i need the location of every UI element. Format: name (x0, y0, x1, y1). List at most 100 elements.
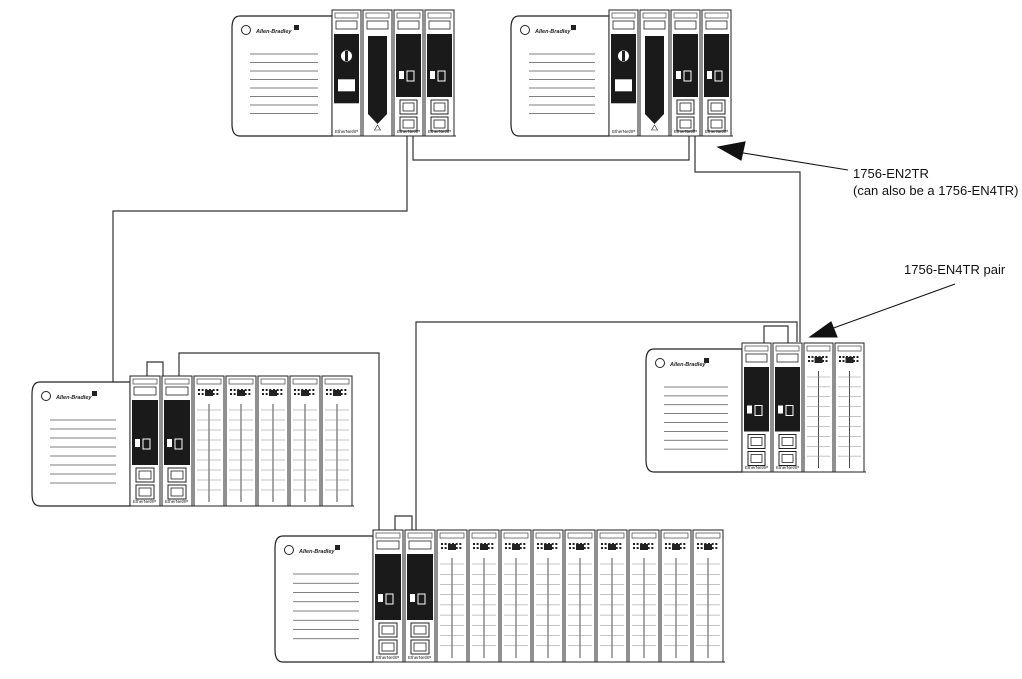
module-body (611, 34, 636, 104)
ethernet-port-icon (399, 116, 418, 132)
io-indicator-icon (333, 390, 341, 396)
power-supply (231, 15, 333, 137)
sd-slot-icon (417, 593, 426, 605)
ethernet-port-icon (167, 484, 187, 500)
ethernet-port-icon (747, 434, 766, 449)
ethernet-ip-label: EtherNet/IP (408, 655, 431, 660)
ethernet-cable (394, 515, 413, 530)
ethernet-port-icon (707, 116, 726, 132)
callout-arrows (716, 141, 956, 338)
module-body (704, 34, 729, 97)
module-body (427, 34, 452, 97)
callout-en2tr-note: (can also be a 1756-EN4TR) (853, 183, 1019, 198)
allen-bradley-logo-icon (284, 545, 294, 555)
io-indicator-icon (672, 544, 680, 550)
status-icon (335, 545, 340, 550)
arrow-en4tr-head (808, 321, 838, 338)
status-icon (704, 358, 709, 363)
allen-bradley-logo-icon (655, 358, 665, 368)
ethernet-ip-label: EtherNet/IP (612, 129, 635, 134)
status-display (397, 20, 420, 30)
ethernet-cable (178, 352, 380, 532)
status-icon (294, 25, 299, 30)
io-indicator-icon (205, 390, 213, 396)
allen-bradley-logo-icon (41, 391, 51, 401)
sd-slot-icon (785, 405, 794, 416)
power-supply (274, 535, 374, 663)
io-indicator-icon (301, 390, 309, 396)
ethernet-ip-label: EtherNet/IP (335, 129, 358, 134)
status-display (705, 20, 728, 30)
allen-bradley-logo-icon (241, 25, 251, 35)
module-body (673, 34, 698, 97)
sd-slot-icon (754, 405, 763, 416)
ethernet-ip-label: EtherNet/IP (165, 499, 188, 504)
module-body (645, 36, 664, 124)
usb-port-icon (747, 405, 752, 414)
ethernet-ip-label: EtherNet/IP (397, 129, 420, 134)
ethernet-cable (763, 325, 789, 343)
ethernet-ip-label: EtherNet/IP (376, 655, 399, 660)
module-body (164, 400, 190, 465)
status-display (745, 353, 768, 363)
arrow-en2tr-head (716, 141, 746, 161)
status-display (133, 386, 157, 396)
ethernet-cable (112, 136, 408, 382)
status-display (335, 20, 358, 30)
usb-port-icon (410, 594, 415, 602)
io-indicator-icon (576, 544, 584, 550)
warning-icon (373, 124, 382, 131)
sd-slot-icon (406, 70, 415, 82)
ethernet-port-icon (778, 434, 797, 449)
sd-slot-icon (385, 593, 394, 605)
ethernet-cables (112, 136, 801, 532)
module-body (407, 554, 433, 620)
brand-label: Allen-Bradley (298, 549, 335, 555)
arrow-en4tr-line (827, 283, 956, 331)
callout-en2tr: 1756-EN2TR (can also be a 1756-EN4TR) (853, 165, 1018, 199)
arrow-en2tr-line (736, 151, 849, 171)
ethernet-ip-label: EtherNet/IP (133, 499, 156, 504)
ethernet-ip-label: EtherNet/IP (705, 129, 728, 134)
sd-slot-icon (683, 70, 692, 82)
usb-port-icon (615, 79, 632, 92)
usb-port-icon (778, 405, 783, 414)
io-indicator-icon (544, 544, 552, 550)
module-body (132, 400, 158, 465)
status-display (376, 540, 400, 550)
ethernet-port-icon (676, 116, 695, 132)
status-display (612, 20, 635, 30)
status-display (674, 20, 697, 30)
warning-icon (650, 124, 659, 131)
brand-label: Allen-Bradley (55, 395, 92, 401)
brand-label: Allen-Bradley (669, 362, 706, 368)
power-supply (645, 348, 743, 473)
ethernet-cable (412, 136, 690, 161)
module-body (334, 34, 359, 104)
ethernet-port-icon (378, 622, 398, 638)
usb-port-icon (338, 79, 355, 92)
status-display (408, 540, 432, 550)
callout-en2tr-title: 1756-EN2TR (853, 166, 929, 181)
sd-slot-icon (714, 70, 723, 82)
status-icon (571, 25, 576, 30)
ethernet-ip-label: EtherNet/IP (745, 465, 768, 470)
module-body (396, 34, 421, 97)
status-icon (92, 391, 97, 396)
ethernet-ip-label: EtherNet/IP (428, 129, 451, 134)
ethernet-port-icon (430, 99, 449, 115)
power-supply (510, 15, 610, 137)
status-display (776, 353, 799, 363)
ethernet-port-icon (399, 99, 418, 115)
ethernet-port-icon (410, 639, 430, 655)
module-body (744, 367, 769, 432)
ethernet-port-icon (430, 116, 449, 132)
usb-port-icon (430, 71, 435, 79)
ethernet-port-icon (707, 99, 726, 115)
usb-port-icon (707, 71, 712, 79)
power-supply (31, 381, 131, 507)
io-indicator-icon (845, 357, 854, 363)
